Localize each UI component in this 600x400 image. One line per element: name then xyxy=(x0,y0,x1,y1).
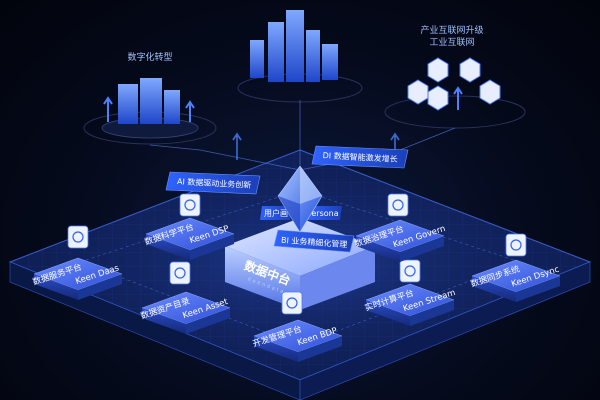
building-icon xyxy=(268,22,284,82)
callout-bi-pill xyxy=(273,229,355,253)
building-icon xyxy=(250,40,264,78)
callout-persona-left: 用户画 xyxy=(260,206,292,220)
cluster-icon-glyph xyxy=(392,199,404,211)
robot-arm-hex-icon xyxy=(459,57,481,83)
data-middle-platform: 数据中台 Keendata BI 业务精细化管理 xyxy=(225,218,375,310)
building-icon xyxy=(286,10,304,82)
node-block-right xyxy=(298,336,342,362)
arrow-up-icon xyxy=(232,132,242,160)
arrow-up-icon xyxy=(453,86,463,110)
node-block-left xyxy=(356,236,400,262)
callout-di-text: DI 数据智能激发增长 xyxy=(322,150,397,164)
callout-persona-pill xyxy=(308,206,342,220)
callout-di: DI 数据智能激发增长 xyxy=(311,145,409,169)
node-block-right xyxy=(516,276,560,302)
node-block-right xyxy=(78,274,122,300)
sync-icon-glyph xyxy=(510,239,522,251)
industrial-internet-label: 工业互联网 xyxy=(429,37,474,48)
building-icon xyxy=(118,84,138,124)
gear-hex-icon xyxy=(407,79,429,105)
arrow-up-icon xyxy=(185,100,195,122)
node-block-right xyxy=(186,308,230,334)
building-icon xyxy=(140,78,162,124)
city-scene xyxy=(237,10,363,103)
digital-transformation-label: 数字化转型 xyxy=(127,51,172,63)
digital-transformation-scene: 数字化转型 xyxy=(83,51,217,145)
crystal-icon xyxy=(277,165,323,233)
center-block-right xyxy=(300,246,375,310)
callout-ai: AI 数据驱动业务创新 xyxy=(165,171,261,195)
callout-persona-right-text: ersona xyxy=(311,209,338,218)
node-block-left xyxy=(366,300,410,326)
grid-icon-glyph xyxy=(174,267,186,279)
callout-persona-left-text: 用户画 xyxy=(264,208,288,218)
center-block-left xyxy=(225,246,300,310)
lines-icon-glyph xyxy=(404,265,416,277)
sync-icon xyxy=(505,233,527,257)
callout-di-pill xyxy=(311,145,409,169)
node-block-right xyxy=(410,300,454,326)
node-block-right xyxy=(190,234,234,260)
ring xyxy=(384,95,526,129)
node-block-right xyxy=(400,236,444,262)
cluster-icon xyxy=(387,193,409,217)
network-icon-glyph xyxy=(72,231,84,243)
callout-bi-text: BI 业务精细化管理 xyxy=(281,235,348,250)
node-block-left xyxy=(142,308,186,334)
industrial-upgrade-label: 产业互联网升级 xyxy=(420,24,483,36)
industrial-internet-scene: 产业互联网升级 工业互联网 xyxy=(384,24,526,129)
building-icon xyxy=(306,30,320,82)
lines-icon xyxy=(399,259,421,283)
callout-persona-right: ersona xyxy=(308,206,342,220)
node-block-left xyxy=(34,274,78,300)
building-icon xyxy=(164,90,180,124)
callout-ai-text: AI 数据驱动业务创新 xyxy=(177,176,252,190)
node-block-left xyxy=(254,336,298,362)
node-block-left xyxy=(472,276,516,302)
factory-hex-icon xyxy=(427,57,449,83)
node-block-left xyxy=(146,234,190,260)
grid-icon xyxy=(169,261,191,285)
connector-line xyxy=(149,144,301,171)
cloud-hex-icon xyxy=(479,79,501,105)
cube-icon-glyph xyxy=(286,297,298,309)
crystal-facet xyxy=(278,196,300,232)
atom-icon xyxy=(179,193,201,217)
building-icon xyxy=(322,44,338,80)
callout-persona-pill xyxy=(260,206,292,220)
chip-hex-icon xyxy=(427,85,449,111)
arrow-up-icon xyxy=(103,96,113,122)
crystal-facet xyxy=(300,166,322,204)
network-icon xyxy=(67,225,89,249)
callout-ai-pill xyxy=(165,171,261,195)
cube-icon xyxy=(281,291,303,315)
atom-icon-glyph xyxy=(184,199,196,211)
